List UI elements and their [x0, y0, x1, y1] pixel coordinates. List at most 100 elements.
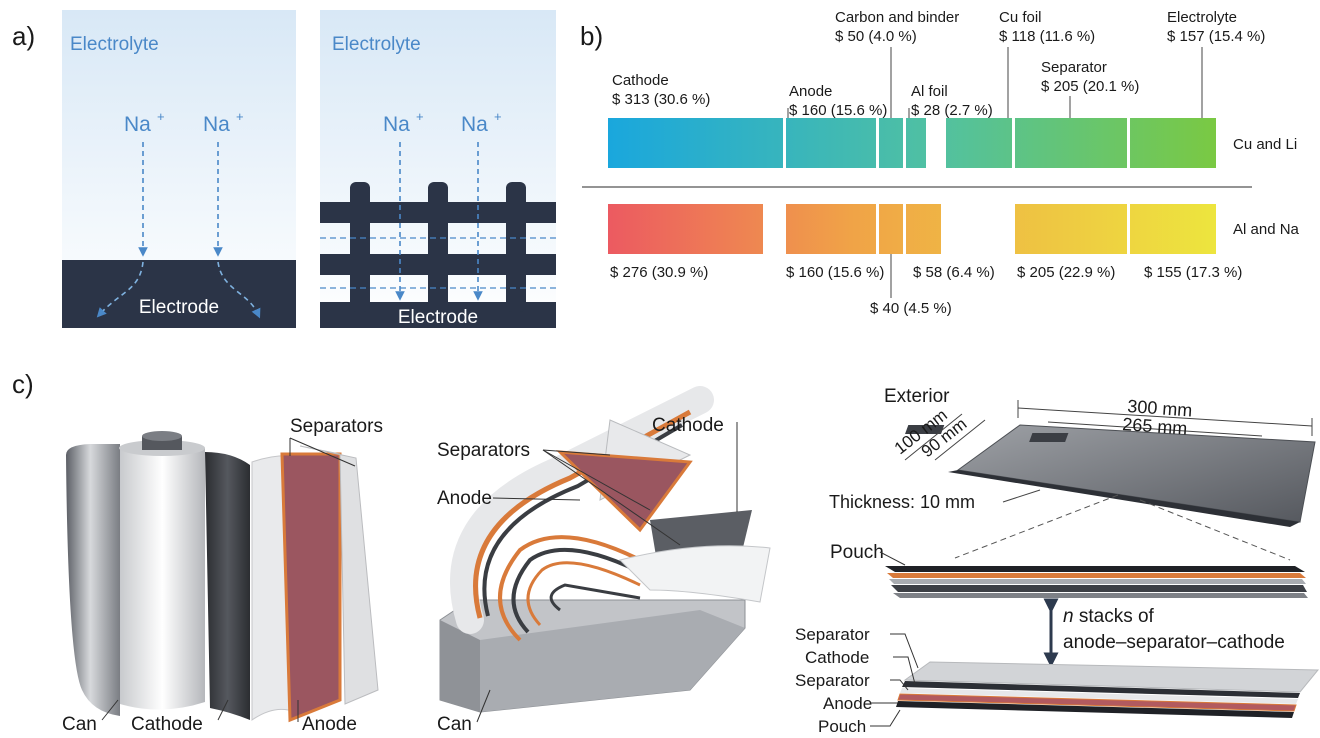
- cost-bar-al-foil: [906, 118, 926, 168]
- cost-bars-cu-li: [608, 118, 1216, 168]
- cost-bar-cathode: [608, 118, 783, 168]
- row-label-cu-li: Cu and Li: [1233, 136, 1297, 153]
- cost-label-name: Electrolyte: [1167, 9, 1237, 26]
- na-ion-label: Na: [124, 113, 151, 136]
- panel-b-label: b): [580, 21, 603, 51]
- prismatic-can-front: [480, 610, 745, 712]
- anode-layer: [897, 693, 1297, 712]
- cost-label-value: $ 160 (15.6 %): [786, 264, 884, 281]
- cost-bar-electrolyte: [1130, 118, 1216, 168]
- layer-label: Pouch: [818, 717, 866, 736]
- pris-cathode-label: Cathode: [652, 415, 724, 436]
- electrode-label-right: Electrode: [398, 307, 478, 328]
- cathode-sheet: [205, 452, 250, 720]
- cost-bar-anode: [786, 118, 876, 168]
- pris-can-label: Can: [437, 714, 472, 735]
- prismatic-can-side: [440, 620, 480, 712]
- porous-electrode-diagram: Electrolyte Na + Na + Electrode: [320, 10, 556, 328]
- layer-label: Separator: [795, 671, 870, 690]
- pouch-thickness-label: Thickness: 10 mm: [829, 492, 975, 512]
- cost-label-value: $ 40 (4.5 %): [870, 300, 952, 317]
- stack-text-1: stacks of: [1074, 606, 1155, 627]
- cyl-separators-label: Separators: [290, 416, 383, 437]
- pouch-cell-illustration: Exterior 300 mm 265 mm 100 mm 90 mm Thic…: [795, 386, 1320, 736]
- cost-bars-al-na: [608, 204, 1216, 254]
- cost-bar-carbon-binder: [879, 118, 903, 168]
- cost-label-name: Al foil: [911, 83, 948, 100]
- electrode-label-left: Electrode: [139, 297, 219, 318]
- cost-bar-cathode: [608, 204, 763, 254]
- separator-flap: [619, 545, 771, 603]
- dim-line-length: [1017, 407, 1313, 427]
- cost-label-value: $ 155 (17.3 %): [1144, 264, 1242, 281]
- cylindrical-cell-illustration: Separators Can Cathode Anode: [62, 416, 383, 735]
- pouch-exterior-label: Exterior: [884, 386, 950, 407]
- panel-a-label: a): [12, 21, 35, 51]
- planar-electrode-diagram: Electrolyte Na + Na + Electrode: [62, 10, 296, 328]
- cost-label-value: $ 118 (11.6 %): [999, 28, 1095, 45]
- pouch-layer: [896, 701, 1294, 718]
- cost-bar-separator: [1015, 118, 1127, 168]
- cost-bar-al-foil: [906, 204, 941, 254]
- cost-bar-cu-foil: [946, 118, 1012, 168]
- separator-layer: [900, 688, 1298, 704]
- cost-label-value: $ 276 (30.9 %): [610, 264, 708, 281]
- na-ion-label: Na: [461, 113, 488, 136]
- cost-label-name: Anode: [789, 83, 832, 100]
- cost-bar-electrolyte: [1130, 204, 1216, 254]
- pouch-plate: [956, 424, 1316, 523]
- cost-label-value: $ 50 (4.0 %): [835, 28, 917, 45]
- na-ion-charge: +: [416, 109, 424, 124]
- row-label-al-na: Al and Na: [1233, 221, 1300, 238]
- cost-label-name: Carbon and binder: [835, 9, 959, 26]
- na-ion-label: Na: [203, 113, 230, 136]
- na-ion-label: Na: [383, 113, 410, 136]
- prismatic-cell-illustration: Cathode Separators Anode Can: [437, 386, 771, 735]
- electrolyte-label-right: Electrolyte: [332, 34, 421, 55]
- na-ion-charge: +: [494, 109, 502, 124]
- layer-label: Anode: [823, 694, 872, 713]
- cost-labels-bottom: $ 276 (30.9 %) $ 160 (15.6 %) $ 58 (6.4 …: [610, 254, 1242, 317]
- cost-label-value: $ 157 (15.4 %): [1167, 28, 1265, 45]
- cost-leader-lines: [787, 47, 1203, 118]
- dim-line-inner-width: [934, 419, 986, 461]
- cost-labels-top: Cathode $ 313 (30.6 %) Anode $ 160 (15.6…: [612, 9, 1265, 119]
- cost-label-value: $ 28 (2.7 %): [911, 102, 993, 119]
- dim-line-width: [904, 413, 963, 461]
- cost-bar-anode: [786, 204, 876, 254]
- cost-bar-carbon-binder: [879, 204, 903, 254]
- pouch-length-label: 300 mm: [1127, 396, 1193, 420]
- stack-n: n: [1063, 606, 1074, 627]
- pris-separators-label: Separators: [437, 440, 530, 461]
- cost-label-value: $ 313 (30.6 %): [612, 91, 710, 108]
- na-ion-charge: +: [236, 109, 244, 124]
- panel-c-label: c): [12, 369, 34, 399]
- pouch-top-label: Pouch: [830, 542, 884, 563]
- anode-sheet: [280, 452, 342, 723]
- cyl-anode-label: Anode: [302, 714, 357, 735]
- pouch-inner-length-label: 265 mm: [1122, 414, 1188, 438]
- cost-label-name: Cathode: [612, 72, 669, 89]
- jelly-roll-core: [120, 448, 205, 710]
- cost-label-name: Separator: [1041, 59, 1107, 76]
- layer-label: Cathode: [805, 648, 869, 667]
- na-ion-charge: +: [157, 109, 165, 124]
- cost-label-value: $ 160 (15.6 %): [789, 102, 887, 119]
- electrolyte-label-left: Electrolyte: [70, 34, 159, 55]
- cost-label-value: $ 205 (22.9 %): [1017, 264, 1115, 281]
- layer-label: Separator: [795, 625, 870, 644]
- cost-label-name: Cu foil: [999, 9, 1042, 26]
- stack-text-2: anode–separator–cathode: [1063, 632, 1285, 653]
- outer-separator: [299, 445, 379, 705]
- can-shell: [66, 444, 120, 716]
- cost-label-value: $ 58 (6.4 %): [913, 264, 995, 281]
- stack-description: n stacks of: [1063, 606, 1155, 627]
- cathode-layer: [902, 681, 1300, 698]
- cyl-cathode-label: Cathode: [131, 714, 203, 735]
- cost-label-value: $ 205 (20.1 %): [1041, 78, 1139, 95]
- dim-line-inner-length: [1047, 421, 1263, 437]
- cyl-can-label: Can: [62, 714, 97, 735]
- separator-layer: [903, 661, 1320, 693]
- cost-bar-separator: [1015, 204, 1127, 254]
